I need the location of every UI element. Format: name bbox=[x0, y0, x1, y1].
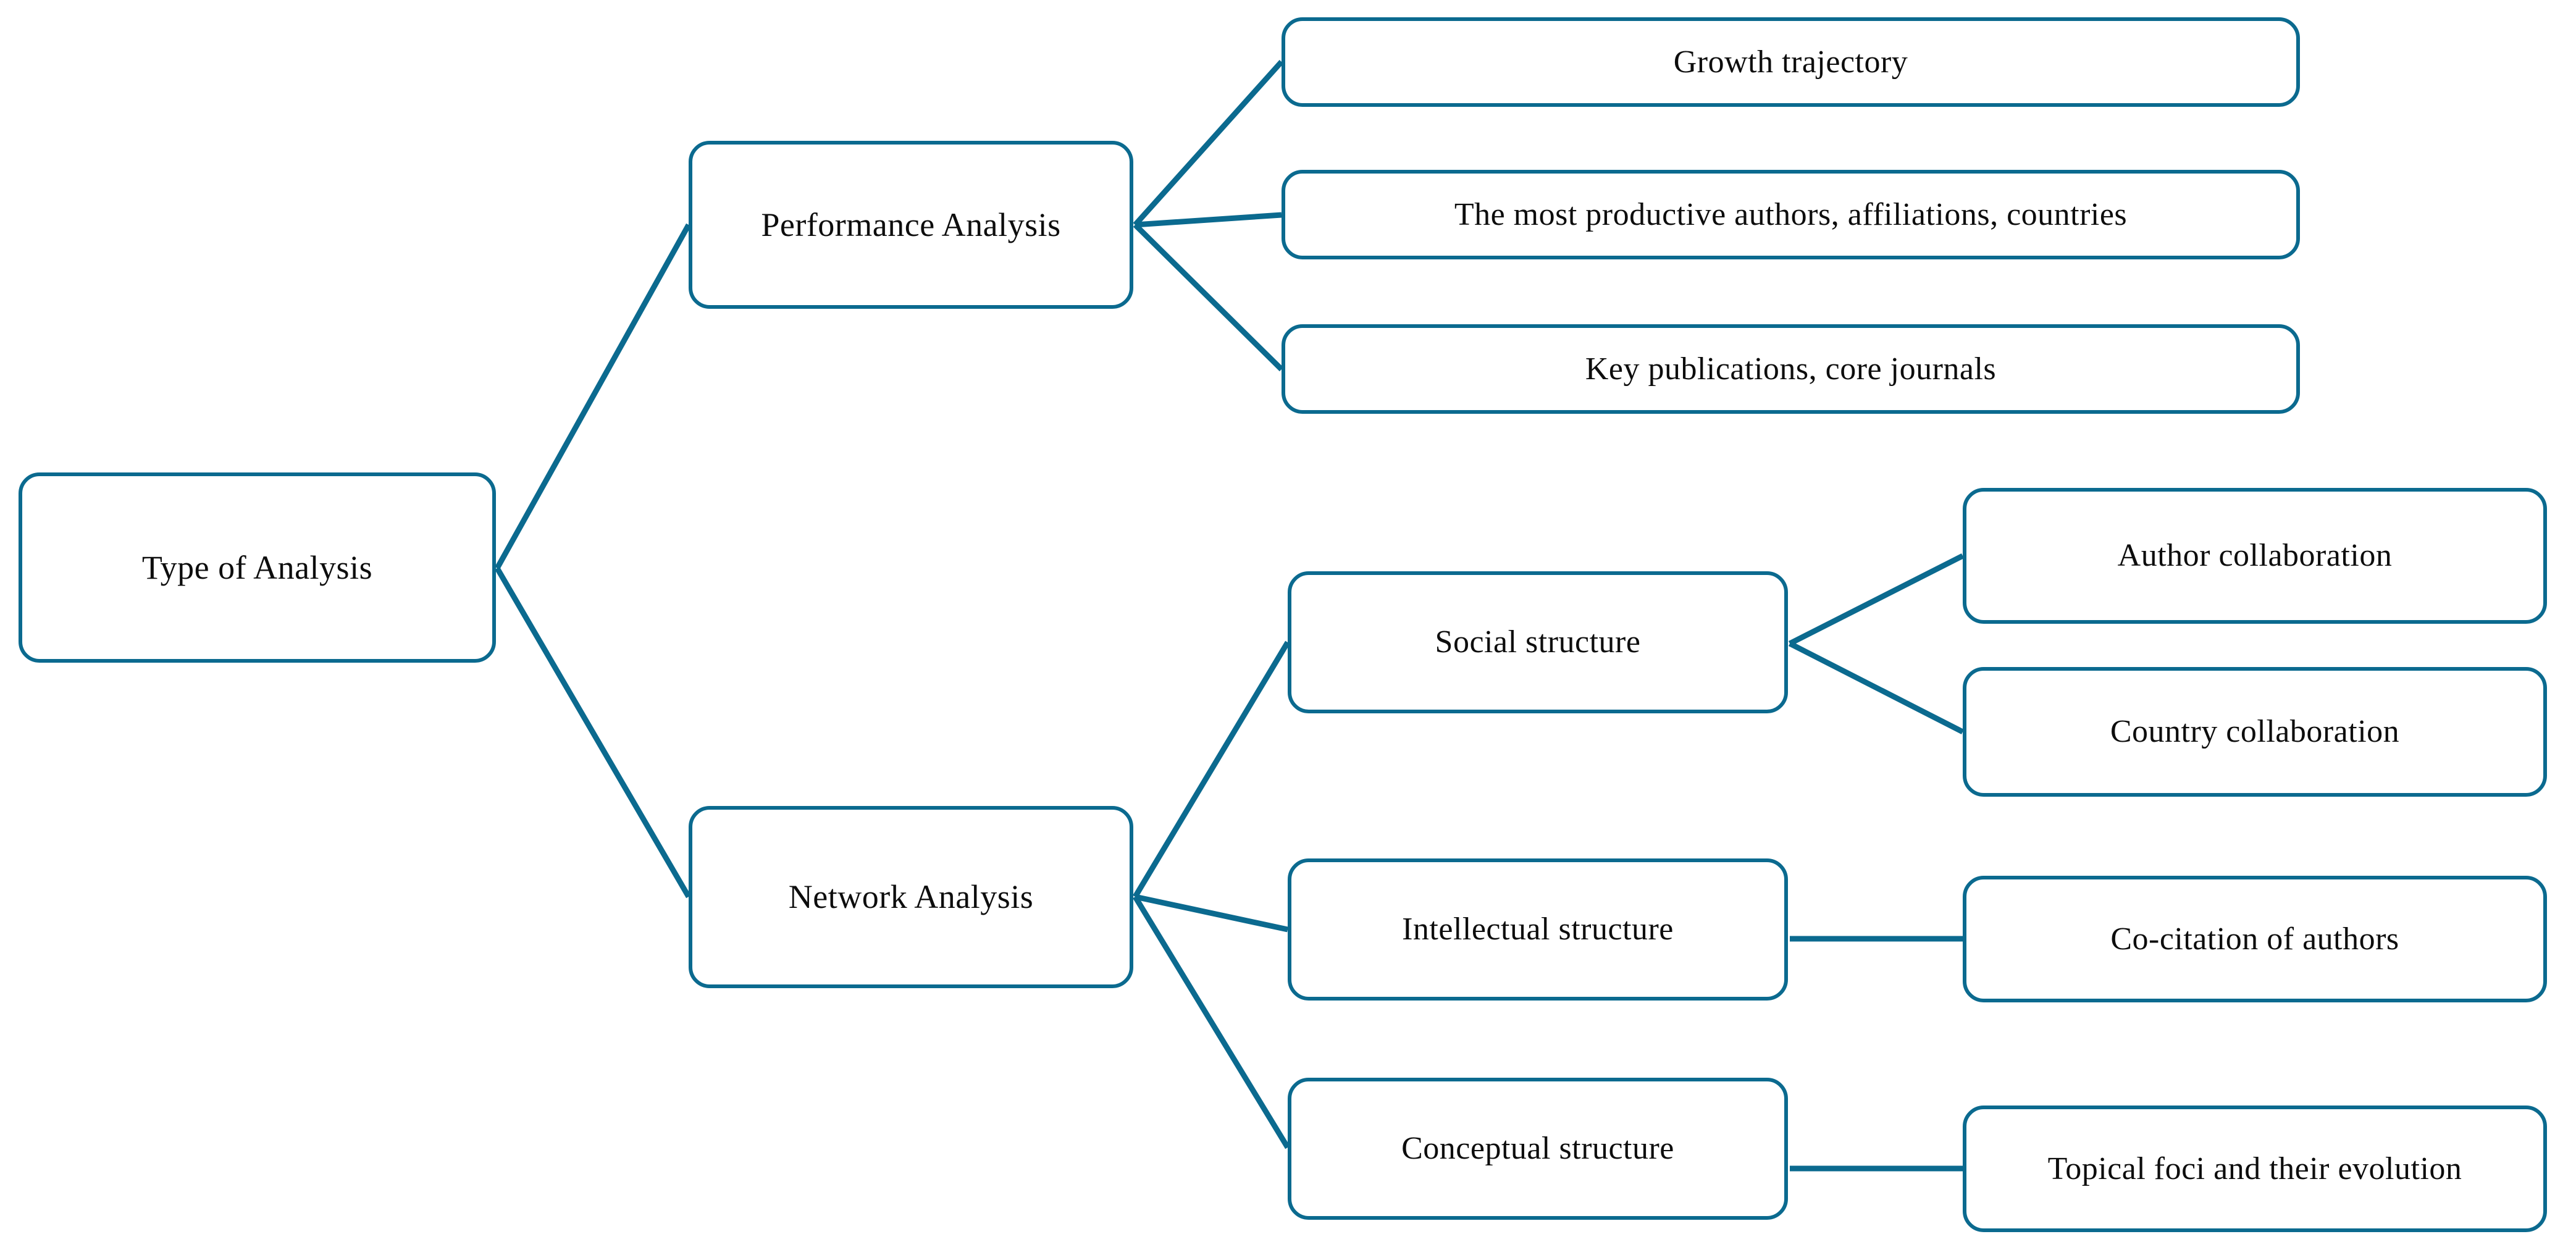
node-conceptual-structure[interactable]: Conceptual structure bbox=[1288, 1078, 1788, 1220]
node-label: Growth trajectory bbox=[1673, 44, 1908, 80]
node-key-publications[interactable]: Key publications, core journals bbox=[1282, 324, 2300, 414]
node-label: The most productive authors, affiliation… bbox=[1454, 196, 2128, 232]
node-topical-foci[interactable]: Topical foci and their evolution bbox=[1963, 1106, 2547, 1232]
node-author-collaboration[interactable]: Author collaboration bbox=[1963, 488, 2547, 624]
edge-network-to-social bbox=[1133, 640, 1290, 899]
node-growth-trajectory[interactable]: Growth trajectory bbox=[1282, 17, 2300, 107]
node-label: Key publications, core journals bbox=[1585, 351, 1997, 387]
node-performance-analysis[interactable]: Performance Analysis bbox=[689, 141, 1133, 309]
node-label: Co-citation of authors bbox=[2110, 921, 2399, 957]
node-label: Author collaboration bbox=[2117, 538, 2393, 574]
node-label: Country collaboration bbox=[2110, 714, 2400, 750]
edge-social-to-country-collab bbox=[1788, 640, 1965, 735]
node-label: Intellectual structure bbox=[1402, 912, 1674, 947]
node-network-analysis[interactable]: Network Analysis bbox=[689, 806, 1133, 988]
edge-network-to-intellectual bbox=[1135, 894, 1288, 933]
node-co-citation-of-authors[interactable]: Co-citation of authors bbox=[1963, 876, 2547, 1002]
node-intellectual-structure[interactable]: Intellectual structure bbox=[1288, 858, 1788, 1001]
node-social-structure[interactable]: Social structure bbox=[1288, 571, 1788, 713]
node-country-collaboration[interactable]: Country collaboration bbox=[1963, 667, 2547, 797]
edge-performance-to-keypub bbox=[1133, 222, 1284, 372]
node-label: Network Analysis bbox=[788, 878, 1034, 916]
edge-root-to-network bbox=[495, 566, 691, 899]
node-label: Type of Analysis bbox=[141, 548, 373, 586]
edge-network-to-conceptual bbox=[1133, 895, 1290, 1149]
edge-root-to-performance bbox=[495, 223, 691, 570]
edge-social-to-author-collab bbox=[1788, 553, 1965, 647]
node-label: Conceptual structure bbox=[1401, 1131, 1674, 1167]
edge-performance-to-productive bbox=[1135, 212, 1282, 228]
node-most-productive-authors[interactable]: The most productive authors, affiliation… bbox=[1282, 170, 2300, 259]
node-type-of-analysis[interactable]: Type of Analysis bbox=[19, 472, 496, 663]
node-label: Topical foci and their evolution bbox=[2047, 1151, 2462, 1186]
edge-performance-to-growth bbox=[1133, 59, 1284, 227]
node-label: Social structure bbox=[1435, 624, 1641, 660]
node-label: Performance Analysis bbox=[761, 206, 1061, 243]
